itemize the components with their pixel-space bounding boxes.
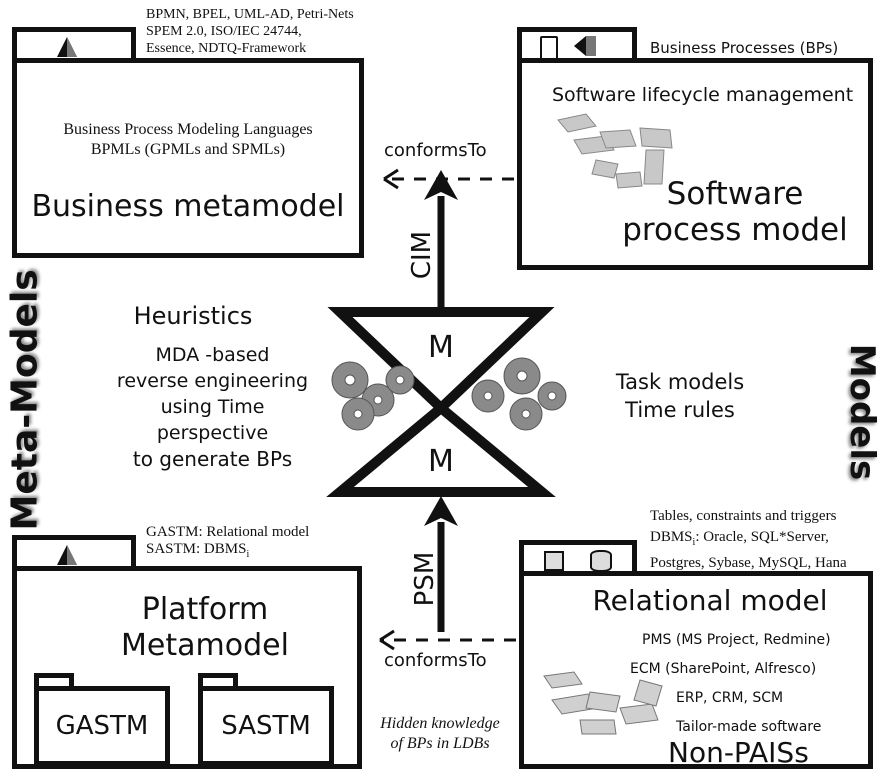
sastm-package: SASTM xyxy=(198,686,334,766)
task-models-label: Task models Time rules xyxy=(615,370,745,422)
cim-arrowhead xyxy=(424,170,458,200)
conforms-top-label: conformsTo xyxy=(384,140,487,161)
business-processes-note: Business Processes (BPs) xyxy=(650,39,839,57)
list-item: Tailor-made software xyxy=(676,719,822,735)
heuristics-description: MDA -based reverse engineering using Tim… xyxy=(116,344,309,471)
relational-model-tab xyxy=(519,540,637,576)
gears-right xyxy=(471,357,567,431)
sastm-label: SASTM xyxy=(221,711,311,741)
hidden-knowledge-note: Hidden knowledge of BPs in LDBs xyxy=(380,715,500,752)
models-side-label: Models xyxy=(842,343,882,481)
business-metamodel-box xyxy=(12,58,364,258)
list-item: PMS (MS Project, Redmine) xyxy=(642,632,831,648)
business-languages-notes: BPMN, BPEL, UML-AD, Petri-Nets SPEM 2.0,… xyxy=(146,6,406,57)
gastm-label: GASTM xyxy=(55,711,149,741)
note-line: Essence, NDTQ-Framework xyxy=(146,41,307,56)
book-icon xyxy=(574,36,586,56)
relational-notes: Tables, constraints and triggers DBMSi: … xyxy=(650,508,847,571)
psm-label: PSM xyxy=(410,551,440,607)
platform-notes: GASTM: Relational model SASTM: DBMSi xyxy=(146,524,310,560)
relational-model-box xyxy=(519,571,873,769)
list-item: ECM (SharePoint, Alfresco) xyxy=(630,661,817,677)
hourglass-top-m: M xyxy=(428,330,454,365)
heuristics-title: Heuristics xyxy=(133,302,253,330)
software-process-title: Software process model xyxy=(622,176,848,248)
database-icon xyxy=(590,550,612,572)
system-list: PMS (MS Project, Redmine) ECM (SharePoin… xyxy=(630,626,870,742)
cim-label: CIM xyxy=(407,230,437,280)
conforms-bottom-arrowhead xyxy=(379,629,395,651)
document-icon xyxy=(540,36,558,60)
business-subtitle: Business Process Modeling Languages BPML… xyxy=(63,121,313,158)
note-line: SPEM 2.0, ISO/IEC 24744, xyxy=(146,24,302,39)
software-lifecycle-label: Software lifecycle management xyxy=(552,84,854,106)
business-metamodel-title: Business metamodel xyxy=(31,189,345,224)
hourglass-bottom-m: M xyxy=(428,444,454,479)
conforms-top-arrowhead xyxy=(383,168,399,190)
sastm-package-tab xyxy=(198,673,238,689)
platform-metamodel-title: Platform Metamodel xyxy=(121,592,289,663)
gastm-package-tab xyxy=(34,673,74,689)
gears-left xyxy=(331,361,415,431)
list-item: ERP, CRM, SCM xyxy=(676,690,784,706)
psm-arrowhead xyxy=(424,496,458,526)
non-paiss-label: Non-PAISs xyxy=(668,736,809,769)
software-process-box xyxy=(517,58,873,270)
gastm-package: GASTM xyxy=(34,686,170,766)
component-icon xyxy=(544,551,564,571)
relational-model-title: Relational model xyxy=(592,584,828,617)
conforms-bottom-label: conformsTo xyxy=(384,650,487,671)
meta-models-side-label: Meta-Models xyxy=(4,269,46,531)
note-line: BPMN, BPEL, UML-AD, Petri-Nets xyxy=(146,7,354,22)
